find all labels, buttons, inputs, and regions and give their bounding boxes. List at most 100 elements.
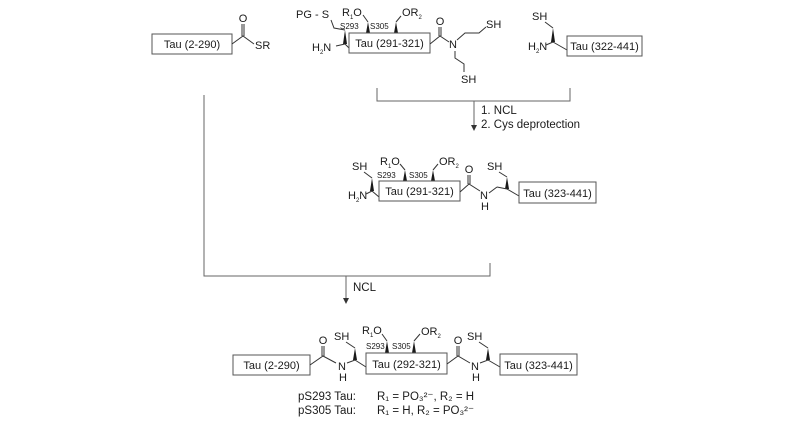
- bracket-line: [203, 95, 491, 277]
- bond: [309, 355, 337, 366]
- carbonyl-oxygen: O: [436, 16, 445, 28]
- bracket-line: [376, 88, 571, 102]
- amine-h2n: H2N: [528, 41, 547, 55]
- peptide-box: [499, 353, 578, 376]
- site-s293: S293: [340, 22, 359, 31]
- wedge-bond: [505, 177, 509, 189]
- bond: [479, 359, 501, 368]
- peptide-label: Tau (291-321): [385, 186, 454, 198]
- bond: [335, 43, 346, 47]
- bond: [362, 14, 369, 23]
- bond: [459, 183, 481, 193]
- carbonyl-oxygen: O: [239, 13, 248, 25]
- step1-condition-1: 1. NCL: [481, 105, 517, 117]
- carbonyl-bond: [456, 346, 460, 356]
- site-s293: S293: [366, 342, 385, 351]
- wedge-bond: [403, 170, 407, 181]
- peptide-box: [518, 181, 597, 204]
- carbonyl-bond: [241, 24, 245, 36]
- fragment-tau-322-441: SH H2N Tau (322-441): [528, 11, 643, 57]
- carbonyl-oxygen: O: [319, 335, 328, 347]
- peptide-label: Tau (2-290): [164, 39, 220, 51]
- carbonyl-oxygen: O: [465, 164, 474, 176]
- legend-def-ps293: R₁ = PO₃²⁻, R₂ = H: [377, 391, 474, 403]
- amine-h2n: H2N: [348, 190, 367, 204]
- legend-name-ps305: pS305 Tau:: [298, 405, 356, 417]
- amide-nh-h: H: [472, 372, 480, 384]
- step1-condition-2: 2. Cys deprotection: [481, 119, 580, 131]
- bond: [498, 171, 508, 178]
- bond: [346, 359, 367, 368]
- amide-nh-h: H: [339, 372, 347, 384]
- peptide-label: Tau (291-321): [355, 38, 424, 50]
- carbonyl-bond: [321, 346, 325, 356]
- reaction-step-1: 1. NCL 2. Cys deprotection: [376, 88, 580, 131]
- thioester-sr: SR: [255, 40, 270, 52]
- bond: [399, 163, 406, 171]
- wedge-bond: [431, 170, 435, 181]
- amine-h2n: H2N: [312, 42, 331, 56]
- wedge-bond: [370, 178, 374, 191]
- r1o-group: R1O: [362, 325, 382, 339]
- bond: [381, 333, 388, 342]
- thiol-sh: SH: [487, 161, 502, 173]
- or2-group: OR2: [421, 326, 442, 340]
- peptide-label: Tau (323-441): [523, 188, 592, 200]
- amide-n: N: [449, 39, 457, 51]
- thiol-sh: SH: [486, 19, 501, 31]
- bond: [432, 163, 439, 171]
- peptide-label: Tau (322-441): [570, 41, 639, 53]
- thiol-sh: SH: [532, 11, 547, 23]
- thiol-sh: SH: [352, 161, 367, 173]
- peptide-label: Tau (292-321): [372, 359, 441, 371]
- ethylthiol-chain: [456, 26, 487, 41]
- ethylthiol-chain: [454, 51, 465, 72]
- wedge-bond: [394, 22, 398, 33]
- bond: [429, 35, 450, 45]
- peptide-box: [348, 32, 431, 54]
- peptide-box: [566, 35, 643, 57]
- bond: [496, 186, 520, 197]
- legend-def-ps305: R₁ = H, R₂ = PO₃²⁻: [377, 405, 474, 417]
- bond: [544, 21, 554, 29]
- r1o-group: R1O: [380, 156, 400, 170]
- bond: [231, 35, 255, 45]
- amide-nh: N: [471, 361, 479, 373]
- site-s305: S305: [392, 342, 411, 351]
- bond: [345, 341, 356, 349]
- bond: [446, 355, 471, 365]
- protecting-group: PG - S: [296, 9, 329, 21]
- site-s305: S305: [409, 171, 428, 180]
- peptide-box: [378, 180, 461, 202]
- site-s305: S305: [370, 22, 389, 31]
- amide-nh: N: [338, 361, 346, 373]
- wedge-bond: [353, 348, 357, 360]
- intermediate-tau-291-441: SH H2N R1O S293 S305 OR2 Tau (291-321) O…: [348, 156, 597, 213]
- product-phospho-tau: Tau (2-290) O N H SH R1O S293 S305 OR2 T…: [232, 325, 578, 384]
- reaction-step-2: NCL: [203, 95, 491, 304]
- wedge-bond: [486, 348, 490, 360]
- thiol-sh: SH: [467, 331, 482, 343]
- wedge-bond: [343, 30, 347, 44]
- carbonyl-bond: [467, 175, 471, 184]
- bond: [413, 333, 421, 342]
- variant-legend: pS293 Tau: R₁ = PO₃²⁻, R₂ = H pS305 Tau:…: [298, 391, 474, 417]
- bond: [363, 171, 373, 179]
- bond: [488, 186, 498, 194]
- carbonyl-bond: [438, 27, 442, 36]
- or2-group: OR2: [402, 7, 423, 21]
- wedge-bond: [551, 28, 555, 42]
- amide-nh: N: [480, 190, 488, 202]
- bond: [478, 341, 489, 349]
- wedge-bond: [385, 341, 389, 353]
- or2-group: OR2: [439, 156, 460, 170]
- peptide-label: Tau (2-290): [243, 360, 299, 372]
- r1o-group: R1O: [342, 7, 362, 21]
- fragment-tau-291-321: PG - S H2N R1O S293 S305 OR2 Tau (291-32…: [296, 7, 501, 86]
- bond: [365, 190, 380, 198]
- thiol-sh: SH: [461, 74, 476, 86]
- wedge-bond: [412, 341, 416, 353]
- amide-nh-h: H: [481, 201, 489, 213]
- fragment-tau-2-290-thioester: Tau (2-290) O SR: [151, 13, 270, 55]
